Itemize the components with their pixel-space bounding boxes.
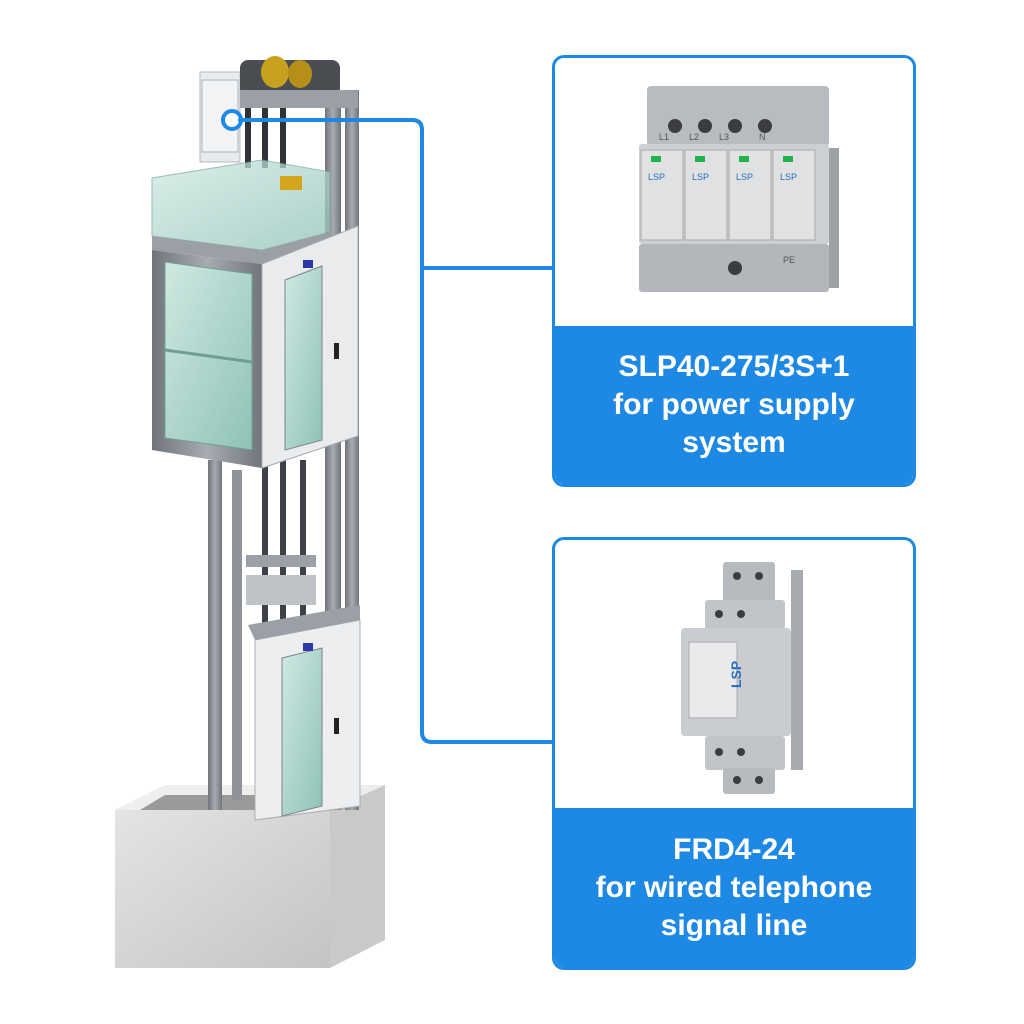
caption-slp40: SLP40-275/3S+1 for power supply system [555,326,913,484]
landing-door [248,605,361,821]
surge-protector-4pole: L1 L2 L3 N LSP LSP LSP LSP PE [639,86,839,292]
signal-surge-protector: LSP [681,562,803,794]
terminal-label-l3: L3 [719,132,729,142]
module-brand-1: LSP [648,172,665,182]
module-brand-4: LSP [780,172,797,182]
product-desc-slp40-line2: system [682,426,786,459]
connector-line-main [238,118,554,744]
product-model-slp40: SLP40-275/3S+1 [618,350,850,383]
product-desc-frd4-line1: for wired telephone [595,870,873,904]
product-model-frd4: FRD4-24 [673,832,795,866]
concrete-pit [115,785,385,968]
product-image-slp40: L1 L2 L3 N LSP LSP LSP LSP PE [555,58,913,326]
terminal-label-pe: PE [783,255,795,265]
elevator-car [152,225,359,469]
caption-frd4: FRD4-24 for wired telephone signal line [555,808,913,967]
product-image-frd4: LSP [555,540,913,808]
module-brand-frd4: LSP [728,661,744,688]
connector-lines [238,118,554,744]
product-card-frd4: LSP FRD4-24 for wired telephone signal l… [552,537,916,970]
module-brand-2: LSP [692,172,709,182]
module-brand-3: LSP [736,172,753,182]
terminal-label-l2: L2 [689,132,699,142]
terminal-label-n: N [759,132,766,142]
product-desc-slp40-line1: for power supply [613,388,855,421]
product-desc-frd4-line2: signal line [660,908,808,942]
terminal-label-l1: L1 [659,132,669,142]
control-box [201,79,243,153]
product-card-slp40: L1 L2 L3 N LSP LSP LSP LSP PE SLP [552,55,916,487]
